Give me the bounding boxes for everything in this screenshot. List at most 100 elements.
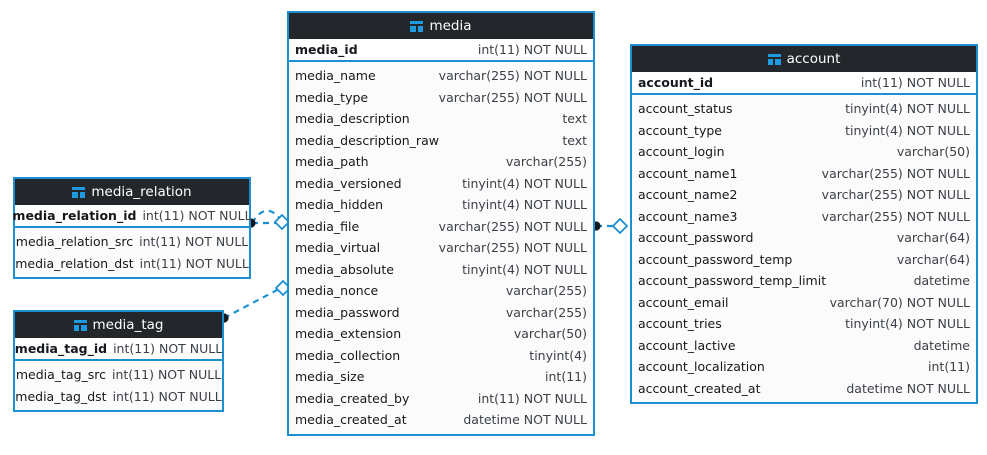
column-type: tinyint(4) NOT NULL [845, 101, 970, 117]
column-type: int(11) NOT NULL [477, 390, 587, 406]
entity-media-relation-title: media_relation [91, 184, 192, 200]
entity-media-relation[interactable]: media_relation media_relation_id int(11)… [12, 177, 252, 279]
table-row[interactable]: media_password varchar(255) [289, 302, 593, 324]
column-type: varchar(255) NOT NULL [438, 68, 587, 84]
column-type: varchar(255) [505, 154, 587, 170]
column-type: text [562, 132, 587, 148]
entity-media-tag-title: media_tag [92, 317, 164, 333]
column-type: varchar(255) NOT NULL [821, 208, 970, 224]
entity-media-relation-columns: media_relation_src int(11) NOT NULL medi… [15, 228, 249, 277]
column-name: account_email [638, 294, 729, 310]
table-row[interactable]: media_versioned tinyint(4) NOT NULL [289, 173, 593, 195]
column-type: text [562, 111, 587, 127]
table-row[interactable]: media_relation_src int(11) NOT NULL [15, 231, 249, 253]
column-name: media_nonce [295, 283, 379, 299]
entity-media-tag-primary-key-row[interactable]: media_tag_id int(11) NOT NULL [15, 338, 222, 361]
entity-account-columns: account_status tinyint(4) NOT NULL accou… [632, 95, 976, 402]
column-type: varchar(64) [896, 251, 970, 267]
table-row[interactable]: account_name1 varchar(255) NOT NULL [632, 163, 976, 185]
column-name: account_password_temp [638, 251, 793, 267]
column-name: media_absolute [295, 261, 394, 277]
table-row[interactable]: media_created_by int(11) NOT NULL [289, 388, 593, 410]
entity-account[interactable]: account account_id int(11) NOT NULL acco… [630, 44, 978, 404]
table-row[interactable]: account_name3 varchar(255) NOT NULL [632, 206, 976, 228]
table-row[interactable]: account_type tinyint(4) NOT NULL [632, 120, 976, 142]
table-row[interactable]: account_name2 varchar(255) NOT NULL [632, 184, 976, 206]
table-row[interactable]: media_name varchar(255) NOT NULL [289, 65, 593, 87]
table-row[interactable]: media_created_at datetime NOT NULL [289, 409, 593, 431]
column-name: media_virtual [295, 240, 381, 256]
column-name: media_tag_src [15, 367, 107, 383]
edge-media-relation-to-media-a [251, 209, 282, 224]
column-type: varchar(255) NOT NULL [821, 187, 970, 203]
column-type: varchar(255) [505, 283, 587, 299]
table-row[interactable]: media_nonce varchar(255) [289, 280, 593, 302]
table-row[interactable]: media_absolute tinyint(4) NOT NULL [289, 259, 593, 281]
table-row[interactable]: media_description_raw text [289, 130, 593, 152]
table-row[interactable]: media_collection tinyint(4) [289, 345, 593, 367]
column-type: varchar(255) NOT NULL [438, 218, 587, 234]
table-row[interactable]: account_status tinyint(4) NOT NULL [632, 98, 976, 120]
column-type: varchar(255) [505, 304, 587, 320]
table-row[interactable]: media_type varchar(255) NOT NULL [289, 87, 593, 109]
table-row[interactable]: media_tag_dst int(11) NOT NULL [15, 386, 222, 408]
column-name: media_tag_id [14, 341, 108, 356]
table-row[interactable]: media_path varchar(255) [289, 151, 593, 173]
column-name: account_name3 [638, 208, 738, 224]
column-name: media_relation_id [12, 208, 137, 223]
table-row[interactable]: media_hidden tinyint(4) NOT NULL [289, 194, 593, 216]
table-row[interactable]: account_email varchar(70) NOT NULL [632, 292, 976, 314]
table-row[interactable]: media_tag_src int(11) NOT NULL [15, 364, 222, 386]
column-type: tinyint(4) NOT NULL [462, 175, 587, 191]
table-row[interactable]: account_password varchar(64) [632, 227, 976, 249]
column-type: varchar(255) NOT NULL [438, 89, 587, 105]
table-icon [767, 53, 781, 65]
table-row[interactable]: account_created_at datetime NOT NULL [632, 378, 976, 400]
column-type: int(11) NOT NULL [113, 341, 223, 356]
table-row[interactable]: media_virtual varchar(255) NOT NULL [289, 237, 593, 259]
column-name: media_relation_src [15, 234, 134, 250]
table-row[interactable]: account_login varchar(50) [632, 141, 976, 163]
column-name: media_created_by [295, 390, 410, 406]
column-type: int(11) NOT NULL [112, 367, 222, 383]
table-row[interactable]: account_localization int(11) [632, 356, 976, 378]
edge-media-tag-to-media [223, 288, 280, 319]
table-row[interactable]: account_tries tinyint(4) NOT NULL [632, 313, 976, 335]
entity-media-tag[interactable]: media_tag media_tag_id int(11) NOT NULL … [13, 310, 224, 412]
column-type: int(11) [545, 369, 587, 385]
column-name: account_id [638, 75, 714, 90]
column-type: tinyint(4) NOT NULL [462, 197, 587, 213]
column-type: int(11) NOT NULL [112, 388, 222, 404]
table-row[interactable]: media_file varchar(255) NOT NULL [289, 216, 593, 238]
table-row[interactable]: media_size int(11) [289, 366, 593, 388]
table-row[interactable]: media_description text [289, 108, 593, 130]
column-type: varchar(64) [896, 230, 970, 246]
column-name: media_id [295, 42, 358, 57]
column-type: tinyint(4) NOT NULL [845, 316, 970, 332]
table-row[interactable]: account_password_temp_limit datetime [632, 270, 976, 292]
entity-media-columns: media_name varchar(255) NOT NULL media_t… [289, 62, 593, 434]
column-type: datetime NOT NULL [846, 380, 970, 396]
column-name: media_hidden [295, 197, 384, 213]
column-name: account_name1 [638, 165, 738, 181]
table-row[interactable]: media_relation_dst int(11) NOT NULL [15, 253, 249, 275]
entity-account-primary-key-row[interactable]: account_id int(11) NOT NULL [632, 72, 976, 95]
entity-media-relation-primary-key-row[interactable]: media_relation_id int(11) NOT NULL [12, 205, 252, 228]
table-row[interactable]: account_lactive datetime [632, 335, 976, 357]
column-type: int(11) [928, 359, 970, 375]
column-name: media_created_at [295, 412, 407, 428]
entity-account-header: account [632, 46, 976, 72]
column-type: datetime [913, 337, 970, 353]
entity-media-tag-header: media_tag [15, 312, 222, 338]
table-icon [72, 186, 86, 198]
entity-media-primary-key-row[interactable]: media_id int(11) NOT NULL [289, 39, 593, 62]
entity-media[interactable]: media media_id int(11) NOT NULL media_na… [287, 11, 595, 436]
column-name: media_description_raw [295, 132, 439, 148]
table-row[interactable]: account_password_temp varchar(64) [632, 249, 976, 271]
column-type: int(11) NOT NULL [139, 234, 249, 250]
table-row[interactable]: media_extension varchar(50) [289, 323, 593, 345]
column-type: int(11) NOT NULL [477, 42, 587, 57]
column-name: media_extension [295, 326, 402, 342]
column-type: varchar(50) [896, 144, 970, 160]
